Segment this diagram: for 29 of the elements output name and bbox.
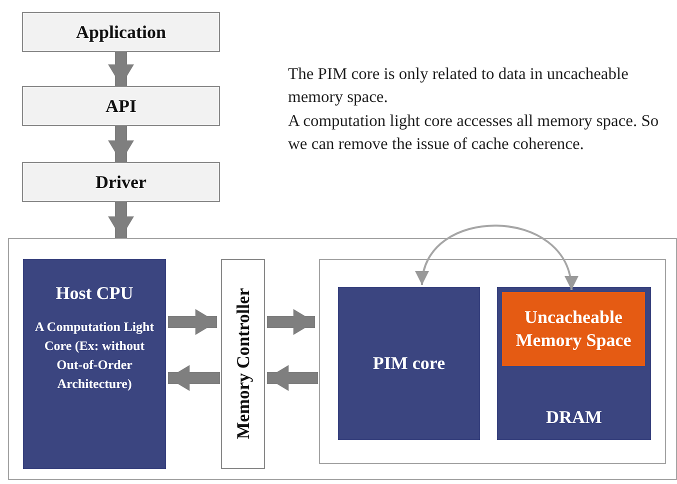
note-text: The PIM core is only related to data in uncacheable memory space. (288, 63, 630, 108)
box-text: PIM core (372, 353, 446, 374)
box-text: API (106, 96, 136, 116)
dram-block (497, 287, 651, 440)
controller-block (221, 259, 265, 469)
arrow (108, 52, 134, 86)
block-title: Memory Controller (232, 288, 254, 440)
process-box (22, 12, 220, 52)
box-text: Uncacheable Memory Space (514, 306, 632, 352)
arrow (168, 365, 220, 391)
box-text: Driver (96, 172, 146, 192)
block-title: Host CPU (56, 283, 134, 304)
memory-frame (319, 259, 666, 464)
arrow (417, 224, 576, 290)
arrow (267, 309, 315, 335)
block-description: A Computation Light Core (Ex: without Out-of-Order Architecture) (34, 318, 156, 393)
arrow (267, 365, 318, 391)
system-frame (8, 238, 677, 480)
memory-region (502, 292, 645, 366)
process-box (22, 86, 220, 126)
process-box (22, 162, 220, 202)
note-text: A computation light core accesses all memory space. So we can remove the issue of cache coherence. (288, 110, 660, 156)
arrow (168, 309, 217, 335)
box-text: Application (76, 22, 166, 42)
cpu-block (23, 259, 166, 469)
arrow (108, 202, 134, 238)
box-text: DRAM (546, 407, 602, 428)
core-block (338, 287, 480, 440)
arrow (108, 126, 134, 162)
